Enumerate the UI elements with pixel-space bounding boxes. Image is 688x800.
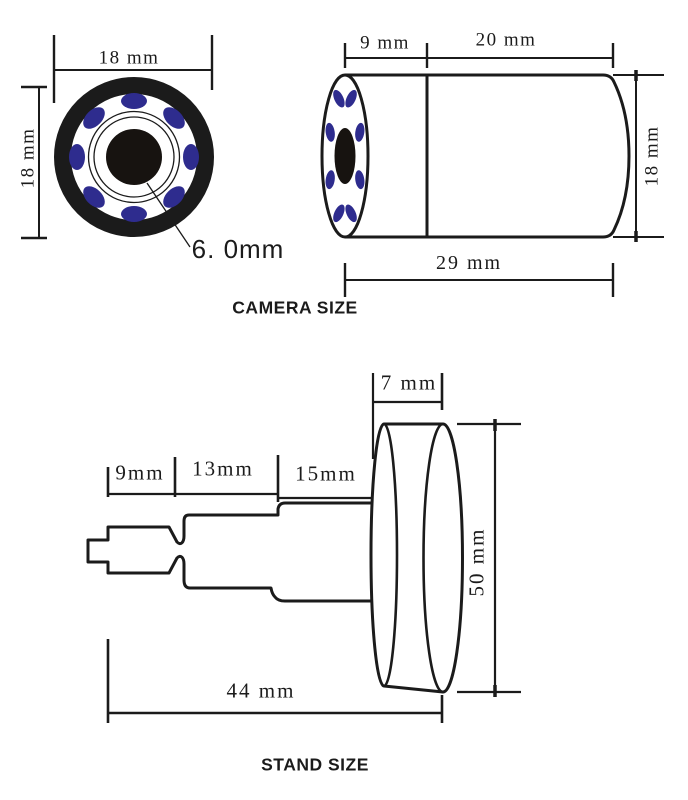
stand-disc-thickness-label: 7 mm [380, 370, 438, 395]
led [345, 89, 357, 108]
camera-front-inner-circle-1 [87, 110, 181, 204]
camera-front-face-ellipse [320, 73, 370, 239]
stand-segment1-label: 9mm [115, 460, 165, 485]
led [333, 204, 345, 223]
camera-body-outline [345, 73, 631, 239]
led [355, 122, 365, 142]
camera-front-inner-circle-2 [93, 116, 175, 198]
led [121, 206, 147, 222]
stand-total-length-label: 44 mm [226, 678, 296, 703]
led [121, 93, 147, 109]
side-total-length-label: 29 mm [435, 252, 503, 274]
led [83, 107, 105, 129]
led [325, 122, 335, 142]
camera-side-led-ring [325, 89, 365, 223]
side-diameter-label: 18 mm [641, 125, 663, 187]
led [325, 170, 335, 190]
lens-leader-line [146, 182, 191, 248]
stand-disc-face-rim-arc [422, 422, 444, 694]
side-body-length-label: 20 mm [475, 29, 537, 51]
camera-front-view-drawing [54, 77, 214, 248]
stand-segment3-label: 15mm [295, 461, 357, 486]
camera-side-lens [334, 128, 356, 184]
camera-front-outer-ring [54, 77, 214, 237]
stand-drawing [86, 373, 521, 723]
front-width-dimension-label: 18 mm [98, 47, 160, 69]
stand-disc-diameter-label: 50 mm [464, 527, 489, 597]
camera-side-dimensions [343, 43, 664, 297]
front-height-dimension-label: 18 mm [17, 127, 39, 189]
led [183, 144, 199, 170]
camera-front-dimensions [21, 35, 214, 240]
lens-diameter-label: 6. 0mm [191, 234, 285, 264]
led [355, 170, 365, 190]
camera-size-title: CAMERA SIZE [232, 297, 358, 318]
led [333, 89, 345, 108]
led [163, 186, 185, 208]
stand-size-title: STAND SIZE [261, 754, 369, 775]
camera-front-lens [106, 129, 162, 185]
stand-disc-front-rim-arc [383, 422, 399, 688]
stand-segment2-label: 13mm [192, 456, 254, 481]
camera-front-led-ring [69, 93, 199, 222]
led [163, 107, 185, 129]
stand-disc-outline [369, 422, 464, 694]
led [83, 186, 105, 208]
stand-shaft-outline [86, 501, 377, 603]
camera-side-view-drawing [320, 73, 631, 239]
led [69, 144, 85, 170]
side-head-length-label: 9 mm [360, 32, 410, 54]
led [345, 204, 357, 223]
